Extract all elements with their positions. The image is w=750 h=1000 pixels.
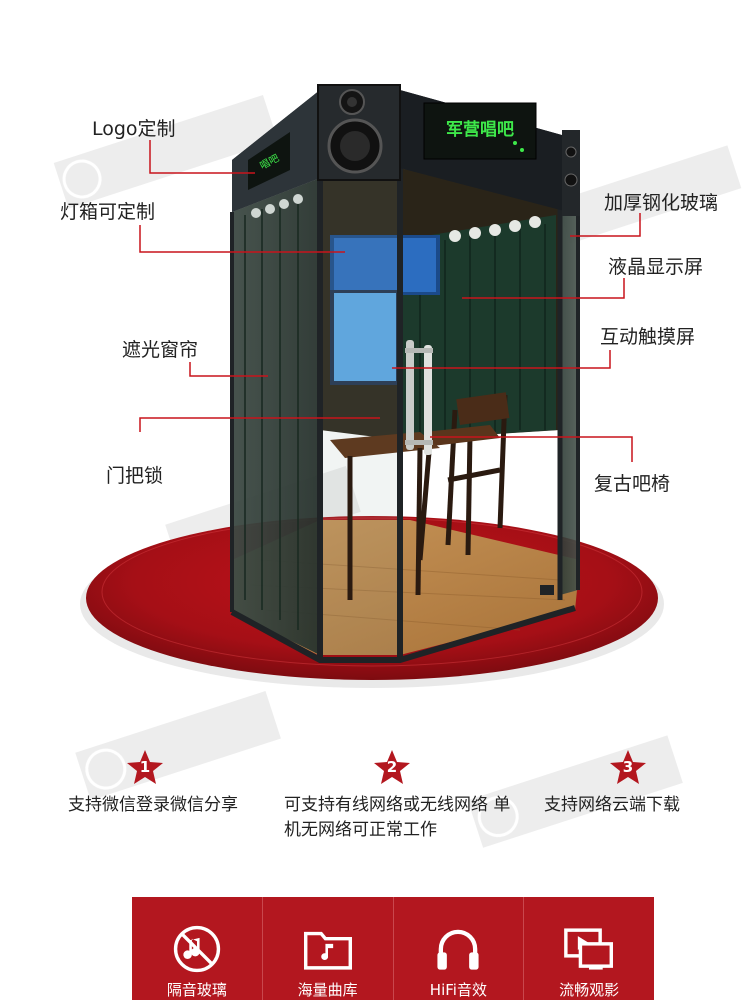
feature-text-3: 支持网络云端下载: [544, 795, 680, 815]
feature-number-2: 2: [386, 758, 398, 776]
callout-retro-chair: 复古吧椅: [594, 473, 671, 495]
bar-item-hifi: HiFi音效: [394, 897, 525, 1000]
callout-touch-screen: 互动触摸屏: [600, 326, 696, 348]
bar-label: 海量曲库: [297, 981, 358, 999]
bar-item-smooth-video: 流畅观影: [524, 897, 654, 1000]
feature-stars: [127, 750, 646, 784]
top-sign-text: 军营唱吧: [446, 119, 514, 140]
feature-number-1: 1: [139, 758, 151, 776]
callout-door-lock: 门把锁: [106, 465, 164, 487]
feature-text-1: 支持微信登录微信分享: [68, 795, 238, 815]
no-sound-icon: [173, 925, 221, 973]
callout-curtain: 遮光窗帘: [122, 339, 199, 361]
booth-frame: [230, 168, 580, 663]
feature-number-3: 3: [622, 758, 634, 776]
callout-tempered-glass: 加厚钢化玻璃: [604, 192, 719, 214]
speaker-unit: [317, 84, 401, 181]
side-light-box: 唱吧: [248, 132, 290, 190]
callout-lightbox: 灯箱可定制: [60, 201, 156, 223]
bar-item-soundproof: 隔音玻璃: [132, 897, 263, 1000]
top-light-box: 军营唱吧: [423, 102, 537, 160]
music-folder-icon: [303, 931, 352, 970]
bar-label: 流畅观影: [559, 981, 620, 999]
callout-logo: Logo定制: [92, 118, 176, 140]
bar-label: 隔音玻璃: [166, 981, 227, 999]
lcd-screen: [330, 235, 440, 385]
side-speaker: [562, 130, 580, 216]
callout-lines: [139, 140, 641, 462]
front-door-glass: [320, 168, 400, 655]
headphones-icon: [437, 929, 479, 970]
right-glass-panel: [560, 205, 578, 595]
feature-text-2: 可支持有线网络或无线网络 单机无网络可正常工作: [284, 795, 511, 840]
feature-icon-bar: 隔音玻璃 海量曲库 HiFi音效 流畅观影: [132, 897, 654, 1000]
bar-item-music-library: 海量曲库: [263, 897, 394, 1000]
callout-lcd-screen: 液晶显示屏: [608, 256, 704, 278]
bar-label: HiFi音效: [429, 981, 487, 999]
video-screen-icon: [564, 928, 614, 970]
